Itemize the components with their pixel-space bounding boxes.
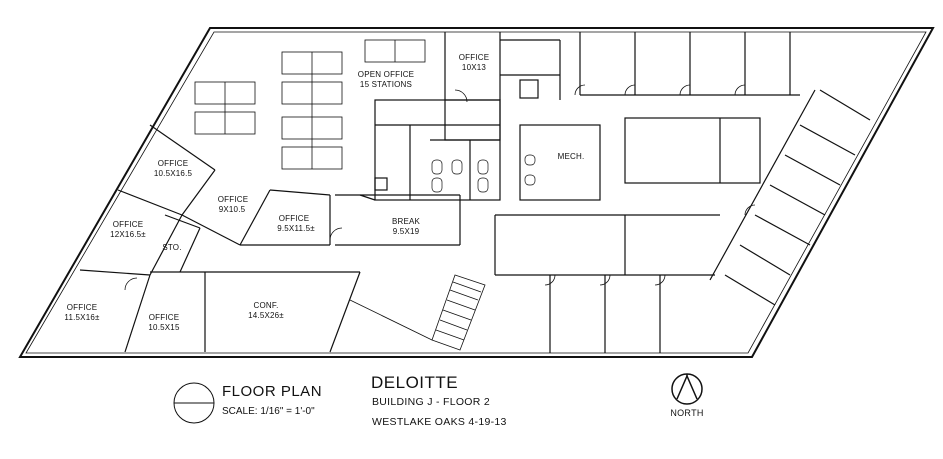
room-conf-size: 14.5X26± bbox=[248, 311, 284, 320]
room-office-top-size: 10X13 bbox=[462, 63, 486, 72]
room-office-left3-name: OFFICE bbox=[279, 214, 310, 223]
site-date: WESTLAKE OAKS 4-19-13 bbox=[372, 416, 507, 428]
exterior-wall-inner bbox=[25, 31, 927, 354]
room-storage-name: STO. bbox=[162, 243, 181, 252]
core-walls bbox=[335, 99, 601, 246]
room-office-bottom1-name: OFFICE bbox=[67, 303, 98, 312]
room-break-name: BREAK bbox=[392, 217, 421, 226]
room-office-left2-size: 9X10.5 bbox=[219, 205, 246, 214]
room-open-office-size: 15 STATIONS bbox=[360, 80, 412, 89]
room-office-left1-name: OFFICE bbox=[158, 159, 189, 168]
room-open-office-name: OPEN OFFICE bbox=[358, 70, 414, 79]
room-office-left1-size: 10.5X16.5 bbox=[154, 169, 193, 178]
room-office-left2-name: OFFICE bbox=[218, 195, 249, 204]
room-office-left4-size: 12X16.5± bbox=[110, 230, 146, 239]
exterior-wall bbox=[18, 27, 935, 358]
room-office-left4-name: OFFICE bbox=[113, 220, 144, 229]
north-label: NORTH bbox=[670, 408, 704, 418]
client-name: DELOITTE bbox=[371, 373, 459, 392]
building-floor: BUILDING J - FLOOR 2 bbox=[372, 396, 491, 408]
room-office-bottom2-name: OFFICE bbox=[149, 313, 180, 322]
room-office-bottom2-size: 10.5X15 bbox=[148, 323, 180, 332]
plan-scale: SCALE: 1/16" = 1'-0" bbox=[222, 406, 315, 417]
plan-title: FLOOR PLAN bbox=[222, 383, 323, 400]
room-labels: OFFICE 10X13 OPEN OFFICE 15 STATIONS OFF… bbox=[64, 53, 584, 332]
room-office-top-name: OFFICE bbox=[459, 53, 490, 62]
north-arrow-icon bbox=[671, 373, 703, 405]
room-break-size: 9.5X19 bbox=[393, 227, 420, 236]
room-mech-name: MECH. bbox=[558, 152, 585, 161]
floor-plan-symbol bbox=[173, 382, 215, 424]
top-office-walls bbox=[444, 32, 561, 100]
room-office-left3-size: 9.5X11.5± bbox=[277, 224, 315, 233]
restroom-fixtures bbox=[431, 154, 536, 193]
right-diagonal-offices bbox=[709, 89, 871, 306]
workstations bbox=[194, 39, 426, 170]
stair bbox=[349, 274, 486, 351]
door-swings bbox=[124, 84, 756, 291]
top-right-offices bbox=[579, 32, 800, 96]
room-conf-name: CONF. bbox=[254, 301, 279, 310]
center-right-walls bbox=[494, 117, 761, 353]
left-office-walls bbox=[79, 124, 361, 353]
room-office-bottom1-size: 11.5X16± bbox=[64, 313, 100, 322]
